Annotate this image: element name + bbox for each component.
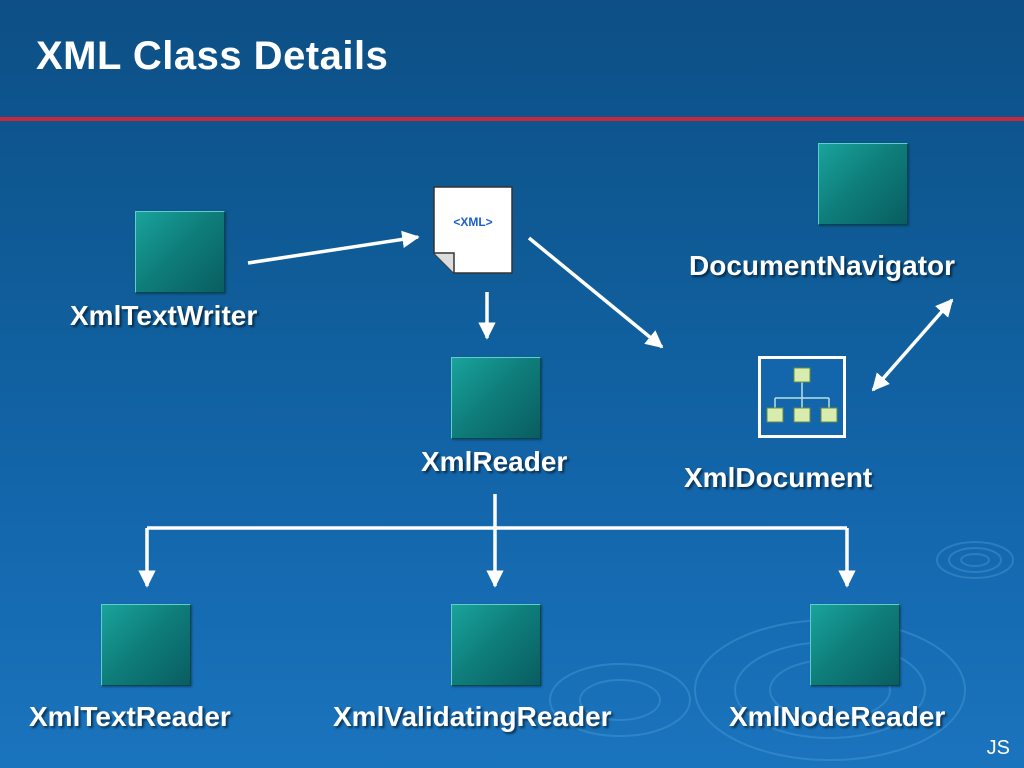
xml-document-tree-icon (758, 356, 846, 438)
xml-reader-box (451, 357, 541, 439)
xml-document-file-icon: <XML> (433, 186, 513, 274)
xml-validating-reader-label: XmlValidatingReader (333, 701, 612, 732)
xml-document-label: XmlDocument (684, 462, 873, 493)
xml-validating-reader-box (451, 604, 541, 686)
document-navigator-box (818, 143, 908, 225)
document-navigator-link-arrow (871, 298, 954, 392)
xml-file-label: <XML> (453, 215, 492, 229)
xml-text-writer-label: XmlTextWriter (70, 300, 258, 331)
xml-to-document-arrow (527, 236, 664, 349)
footer-initials: JS (986, 737, 1010, 759)
xml-text-reader-label: XmlTextReader (29, 701, 231, 732)
xml-reader-label: XmlReader (421, 446, 568, 477)
xml-node-reader-label: XmlNodeReader (729, 701, 946, 732)
xml-node-reader-box (810, 604, 900, 686)
xml-text-writer-box (135, 211, 225, 293)
page-title: XML Class Details (36, 34, 389, 78)
xml-text-reader-box (101, 604, 191, 686)
writer-to-xml-arrow (247, 230, 420, 265)
document-navigator-label: DocumentNavigator (689, 250, 956, 281)
title-divider (0, 117, 1024, 121)
